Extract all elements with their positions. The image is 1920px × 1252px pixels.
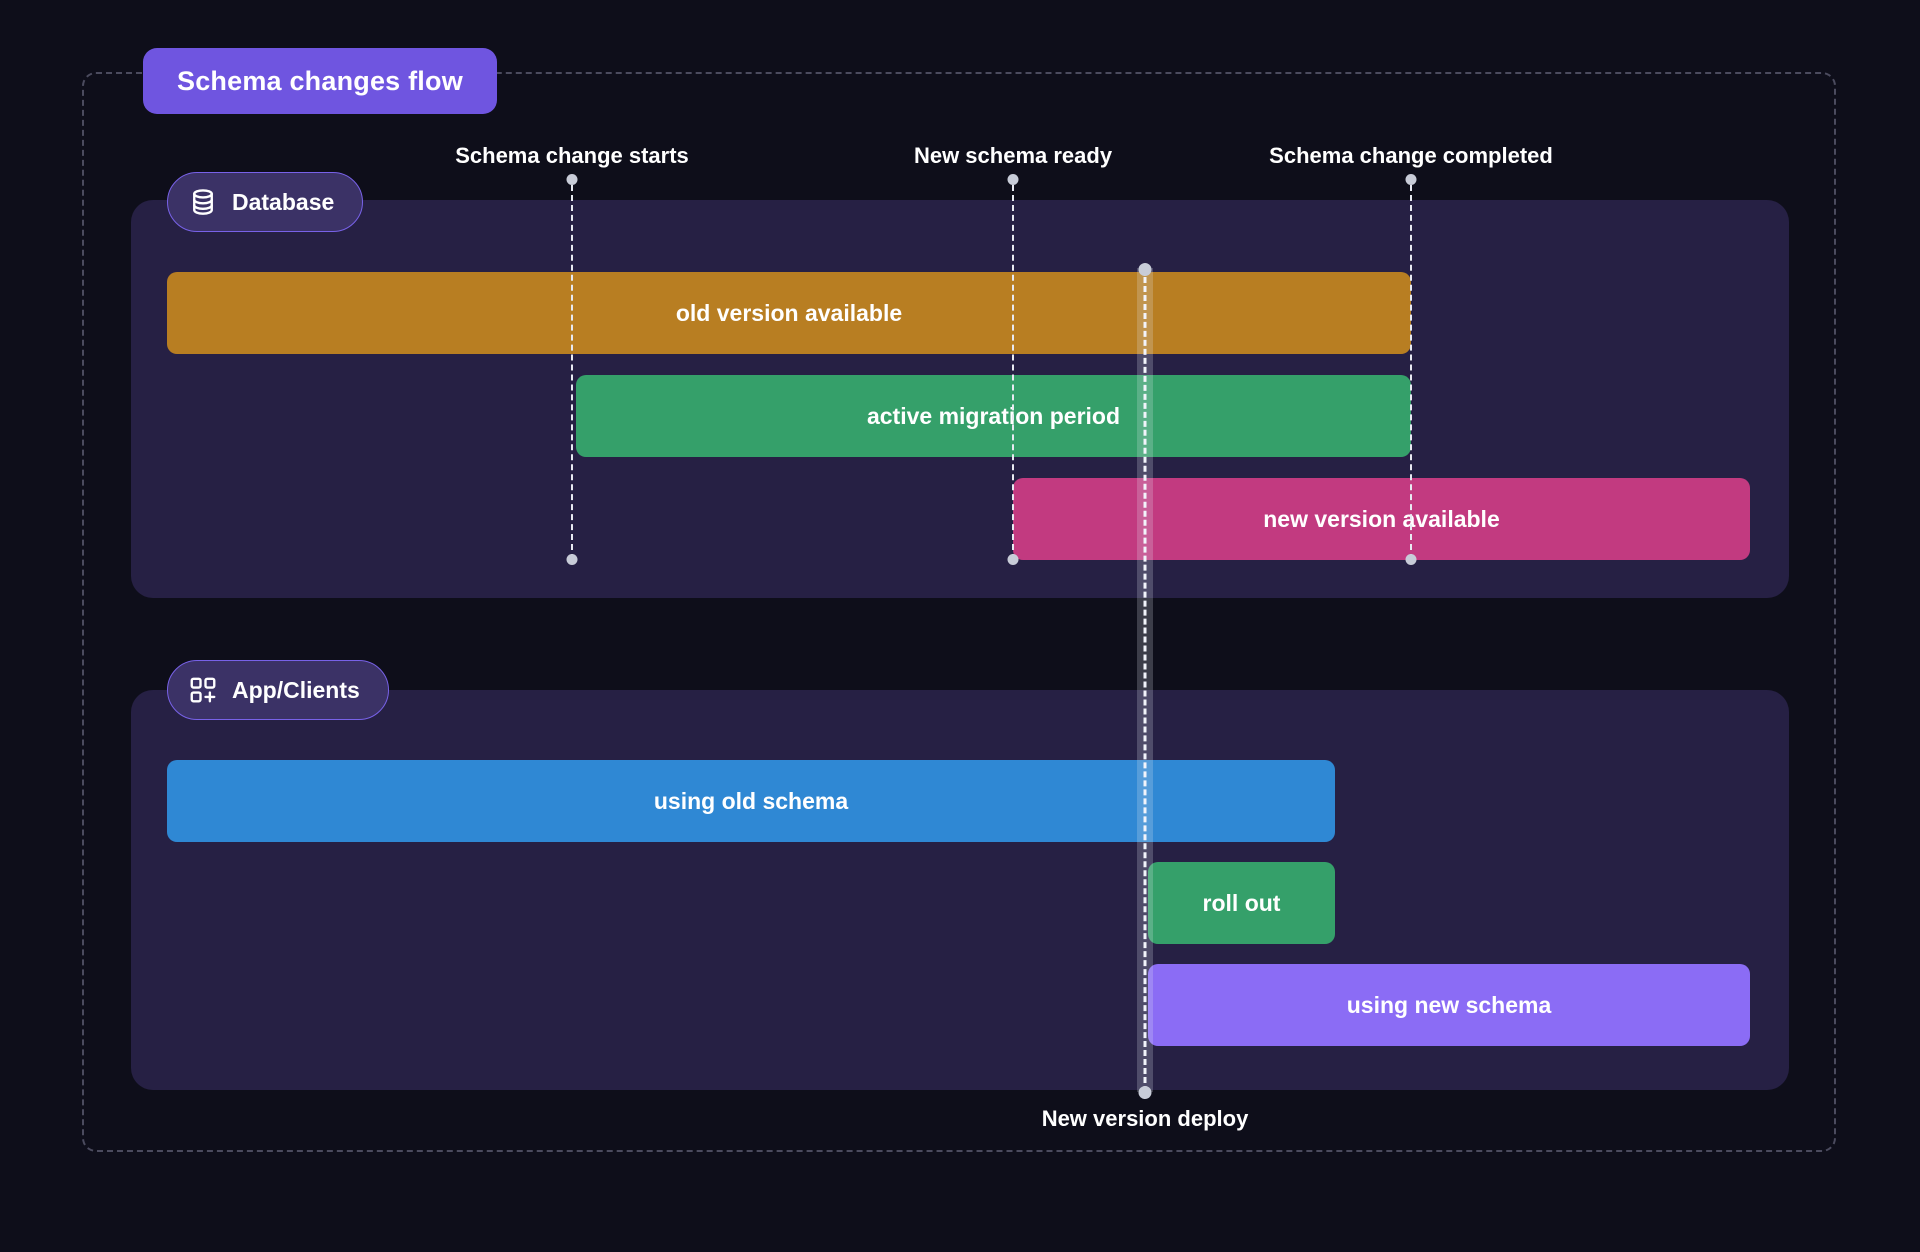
marker-dot-new-schema-ready-end [1007,554,1019,565]
marker-line-new-schema-ready [1012,185,1014,560]
bar-roll-out[interactable]: roll out [1148,862,1335,944]
page-title: Schema changes flow [143,48,497,114]
marker-dot-schema-change-starts-end [566,554,578,565]
marker-line-schema-change-completed [1410,185,1412,560]
bar-active-migration-period[interactable]: active migration period [576,375,1411,457]
grid-plus-icon [188,675,218,705]
marker-dot-schema-change-starts [566,174,578,185]
marker-line-schema-change-starts [571,185,573,560]
bar-new-version-available[interactable]: new version available [1013,478,1750,560]
bar-using-old-schema-label: using old schema [653,787,849,814]
bar-old-version-available[interactable]: old version available [167,272,1411,354]
marker-dot-new-version-deploy-top [1138,263,1152,276]
marker-label-new-version-deploy: New version deploy [1041,1106,1249,1131]
marker-dot-new-schema-ready [1007,174,1019,185]
diagram-frame [82,72,1836,1152]
bar-new-version-available-label: new version available [1263,505,1500,532]
marker-label-schema-change-starts: Schema change starts [455,143,689,168]
page-title-label: Schema changes flow [177,65,463,96]
marker-label-new-schema-ready: New schema ready [913,143,1113,168]
bar-using-new-schema[interactable]: using new schema [1148,964,1750,1046]
lane-badge-app[interactable]: App/Clients [167,660,389,720]
bar-old-version-available-label: old version available [675,299,903,326]
bar-roll-out-label: roll out [1202,889,1281,916]
database-icon [188,187,218,217]
marker-dot-new-version-deploy-bottom [1138,1086,1152,1099]
marker-dot-schema-change-completed-end [1405,554,1417,565]
bar-active-migration-period-label: active migration period [866,402,1121,429]
lane-badge-database-label: Database [232,188,335,215]
lane-badge-app-label: App/Clients [232,676,360,703]
marker-line-new-version-deploy [1143,268,1147,1092]
marker-dot-schema-change-completed [1405,174,1417,185]
bar-using-new-schema-label: using new schema [1346,991,1552,1018]
bar-using-old-schema[interactable]: using old schema [167,760,1335,842]
lane-badge-database[interactable]: Database [167,172,364,232]
marker-label-schema-change-completed: Schema change completed [1269,143,1553,168]
